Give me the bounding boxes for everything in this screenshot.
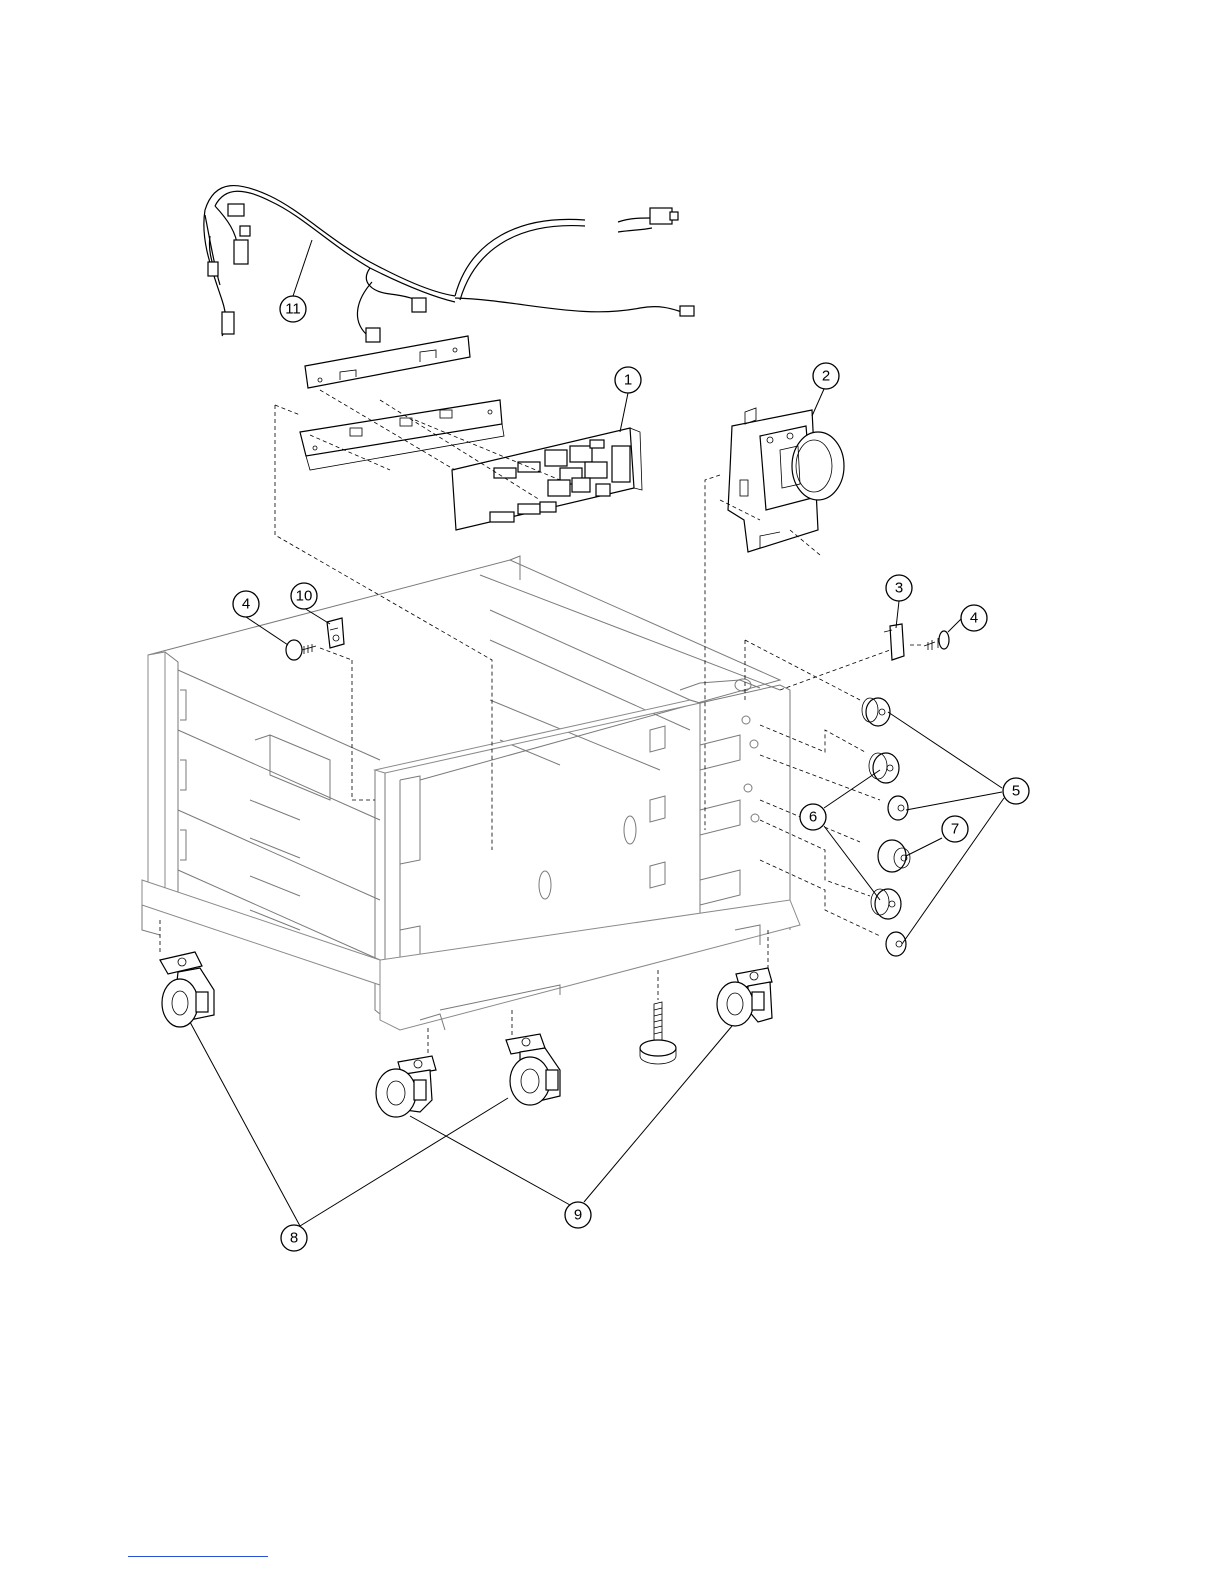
svg-text:11: 11: [285, 301, 301, 318]
thumbscrew-part-4-left: [286, 640, 316, 660]
caster-9-front-left: [376, 1056, 436, 1117]
callout-3: 3: [886, 575, 912, 601]
mounting-plate: [300, 336, 504, 470]
bracket-part-3: [884, 624, 904, 660]
footer-link-rule: [128, 1556, 268, 1557]
callout-10: 10: [291, 583, 317, 609]
callout-4-right: 4: [961, 605, 987, 631]
callout-2: 2: [813, 363, 839, 389]
motor-assembly: [728, 408, 844, 552]
caster-8-front-right: [506, 1034, 560, 1105]
callout-7: 7: [942, 816, 968, 842]
gear-5-middle: [888, 796, 908, 820]
svg-text:10: 10: [296, 588, 313, 605]
caster-9-right: [717, 968, 772, 1026]
callout-5: 5: [1003, 778, 1029, 804]
svg-text:7: 7: [951, 821, 959, 838]
leveling-screw: [640, 1002, 676, 1064]
svg-text:9: 9: [574, 1207, 582, 1224]
svg-text:4: 4: [970, 610, 978, 627]
callout-6: 6: [800, 804, 826, 830]
callout-leader-lines: [190, 240, 1004, 1226]
svg-text:5: 5: [1012, 783, 1020, 800]
svg-text:4: 4: [242, 596, 250, 613]
caster-8-left: [160, 952, 214, 1027]
svg-text:8: 8: [290, 1230, 298, 1247]
cable-harness: [204, 186, 694, 342]
gear-5-top: [862, 698, 890, 726]
svg-text:6: 6: [809, 809, 817, 826]
callout-9: 9: [565, 1202, 591, 1228]
circuit-board: [452, 428, 642, 530]
svg-text:2: 2: [822, 368, 830, 385]
gear-7: [878, 840, 910, 872]
bracket-part-10: [327, 618, 344, 648]
callout-4-left: 4: [233, 591, 259, 617]
callout-1: 1: [615, 367, 641, 393]
svg-text:1: 1: [624, 372, 632, 389]
svg-text:3: 3: [895, 580, 903, 597]
callout-11: 11: [280, 296, 306, 322]
callout-8: 8: [281, 1225, 307, 1251]
tray-frame: [142, 556, 800, 1030]
gear-5-bottom: [886, 932, 906, 956]
gear-6-top: [869, 753, 899, 783]
screw-part-4-right: [924, 631, 949, 650]
